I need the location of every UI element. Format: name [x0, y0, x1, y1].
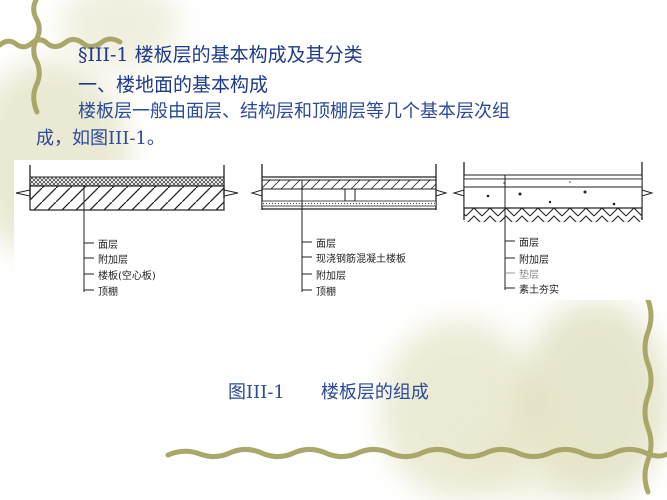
label-hollow-slab: 楼板(空心板)	[98, 271, 156, 282]
figure-caption: 图III-1 楼板层的组成	[228, 382, 429, 403]
label-ceiling: 顶棚	[98, 287, 118, 298]
label-cushion-layer: 垫层	[519, 270, 539, 281]
label-additional-layer: 附加层	[519, 255, 549, 266]
label-additional-layer: 附加层	[316, 271, 346, 282]
subsection-title: 一、楼地面的基本构成	[78, 74, 269, 96]
body-text-line-1: 楼板层一般由面层、结构层和顶棚层等几个基本层次组	[78, 101, 510, 122]
floor-section-drawing-2	[250, 164, 448, 292]
label-compacted-soil: 素土夯实	[519, 285, 559, 296]
vine-border-bottom-right	[165, 297, 667, 495]
label-cast-concrete-slab: 现浇钢筋混凝土楼板	[316, 254, 406, 265]
label-surface-layer: 面层	[519, 238, 539, 249]
diagram-ground-floor: 面层 附加层 垫层 素土夯实	[450, 160, 667, 300]
label-surface-layer: 面层	[316, 239, 336, 250]
body-text-line-2: 成，如图III-1。	[36, 128, 165, 149]
floor-section-drawing-1	[15, 165, 239, 292]
label-surface-layer: 面层	[98, 240, 118, 251]
section-title: §III-1 楼板层的基本构成及其分类	[78, 44, 363, 66]
figure-panel: 面层 附加层 楼板(空心板) 顶棚	[14, 160, 667, 300]
diagram-hollow-slab-floor: 面层 附加层 楼板(空心板) 顶棚	[14, 160, 244, 300]
vine-border-top-left	[0, 0, 123, 115]
label-additional-layer: 附加层	[98, 255, 128, 266]
diagram-cast-in-place-slab-floor: 面层 现浇钢筋混凝土楼板 附加层 顶棚	[250, 160, 450, 300]
label-ceiling: 顶棚	[316, 287, 336, 298]
floor-section-drawing-3	[452, 162, 654, 290]
